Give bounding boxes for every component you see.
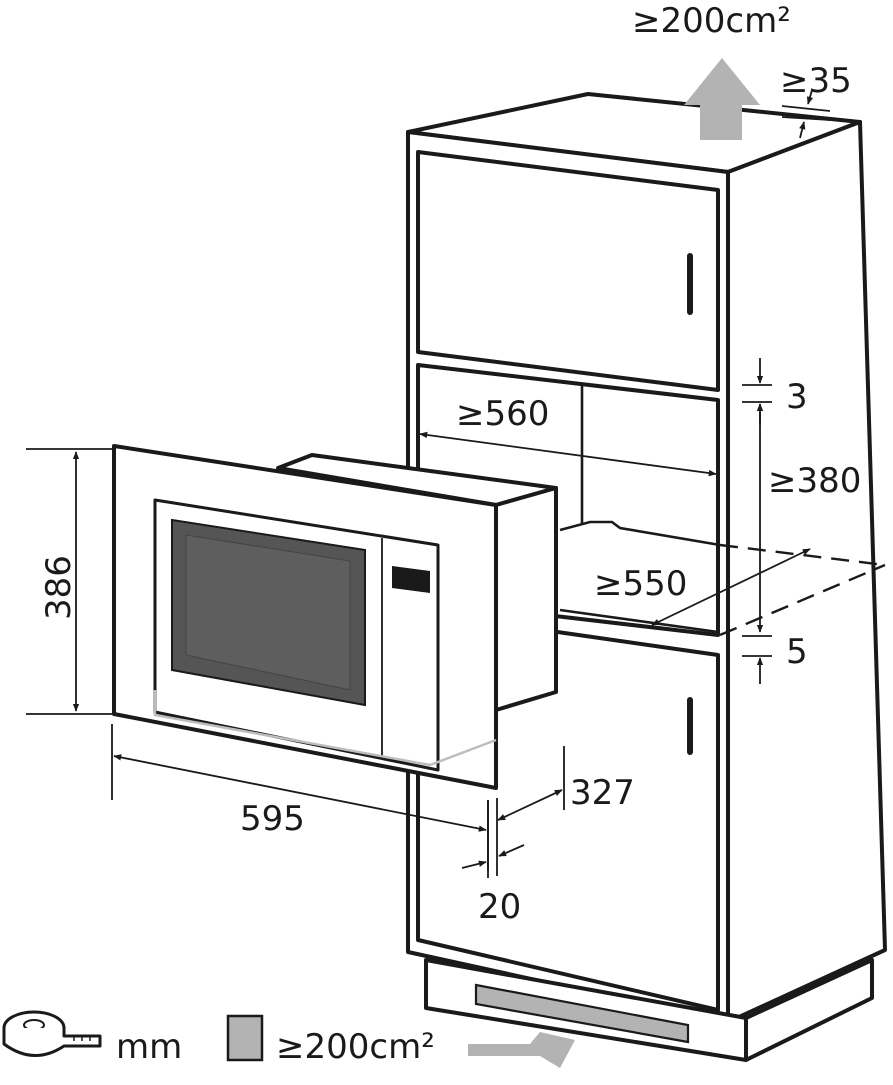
label-appliance-height: 386 xyxy=(39,555,79,620)
dim-35-ext-b xyxy=(781,116,831,121)
label-niche-depth: ≥550 xyxy=(594,564,687,604)
dim-550-line xyxy=(651,548,811,626)
legend-unit-label: mm xyxy=(116,1027,182,1067)
label-frame-depth: 20 xyxy=(478,887,521,927)
label-appliance-depth: 327 xyxy=(570,773,635,813)
niche-shelf-front xyxy=(559,608,719,634)
plinth-vent xyxy=(474,983,690,1044)
microwave-display xyxy=(392,566,430,593)
dim-327-line xyxy=(497,789,563,821)
label-top-gap: ≥35 xyxy=(780,61,852,101)
dim-35-arrow-a xyxy=(806,89,814,105)
legend-vent-label: ≥200cm² xyxy=(276,1027,435,1067)
label-appliance-width: 595 xyxy=(240,799,305,839)
label-vent-top: ≥200cm² xyxy=(632,1,791,41)
tape-measure-icon xyxy=(2,1010,102,1057)
vent-in-arrow xyxy=(468,1032,575,1068)
niche-shelf xyxy=(559,520,721,547)
label-upper-gap: 3 xyxy=(786,377,808,417)
dim-20-arrow-right xyxy=(498,844,525,857)
dim-560-line xyxy=(419,431,717,477)
dim-595-line xyxy=(113,754,487,832)
dim-20-arrow-left xyxy=(461,860,487,869)
dim-35-ext-a xyxy=(781,105,831,112)
label-niche-width: ≥560 xyxy=(456,394,549,434)
label-lower-gap: 5 xyxy=(786,632,808,672)
vent-up-arrow xyxy=(684,58,760,140)
upper-door xyxy=(416,150,720,392)
microwave-body-hidden xyxy=(153,690,497,767)
microwave xyxy=(112,444,558,790)
dim-35-arrow-b xyxy=(799,121,806,139)
microwave-window-inner xyxy=(185,534,351,691)
legend: mm ≥200cm² xyxy=(2,1010,435,1067)
label-niche-height: ≥380 xyxy=(768,461,861,501)
ventilation-area-icon xyxy=(226,1014,264,1062)
plinth-side xyxy=(744,958,874,1062)
microwave-body-side xyxy=(494,486,558,712)
cabinet-side xyxy=(726,120,887,1024)
